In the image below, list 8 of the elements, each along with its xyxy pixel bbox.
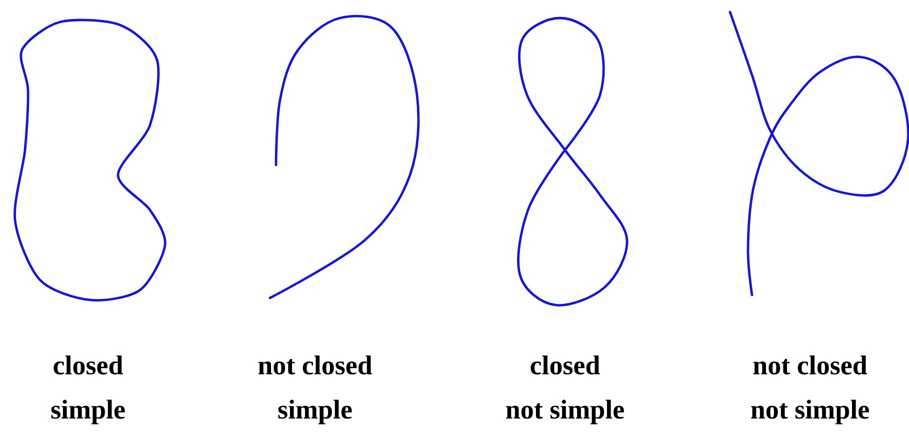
curve-label: simple [278,400,352,424]
curve-label: not simple [751,400,869,424]
curve-label: closed [54,355,123,374]
curve-label: not closed [258,355,372,374]
curve-label: not simple [506,400,624,424]
curve-label: simple [51,400,125,424]
curve-label: closed [530,355,600,374]
curve-label: not closed [753,355,868,374]
